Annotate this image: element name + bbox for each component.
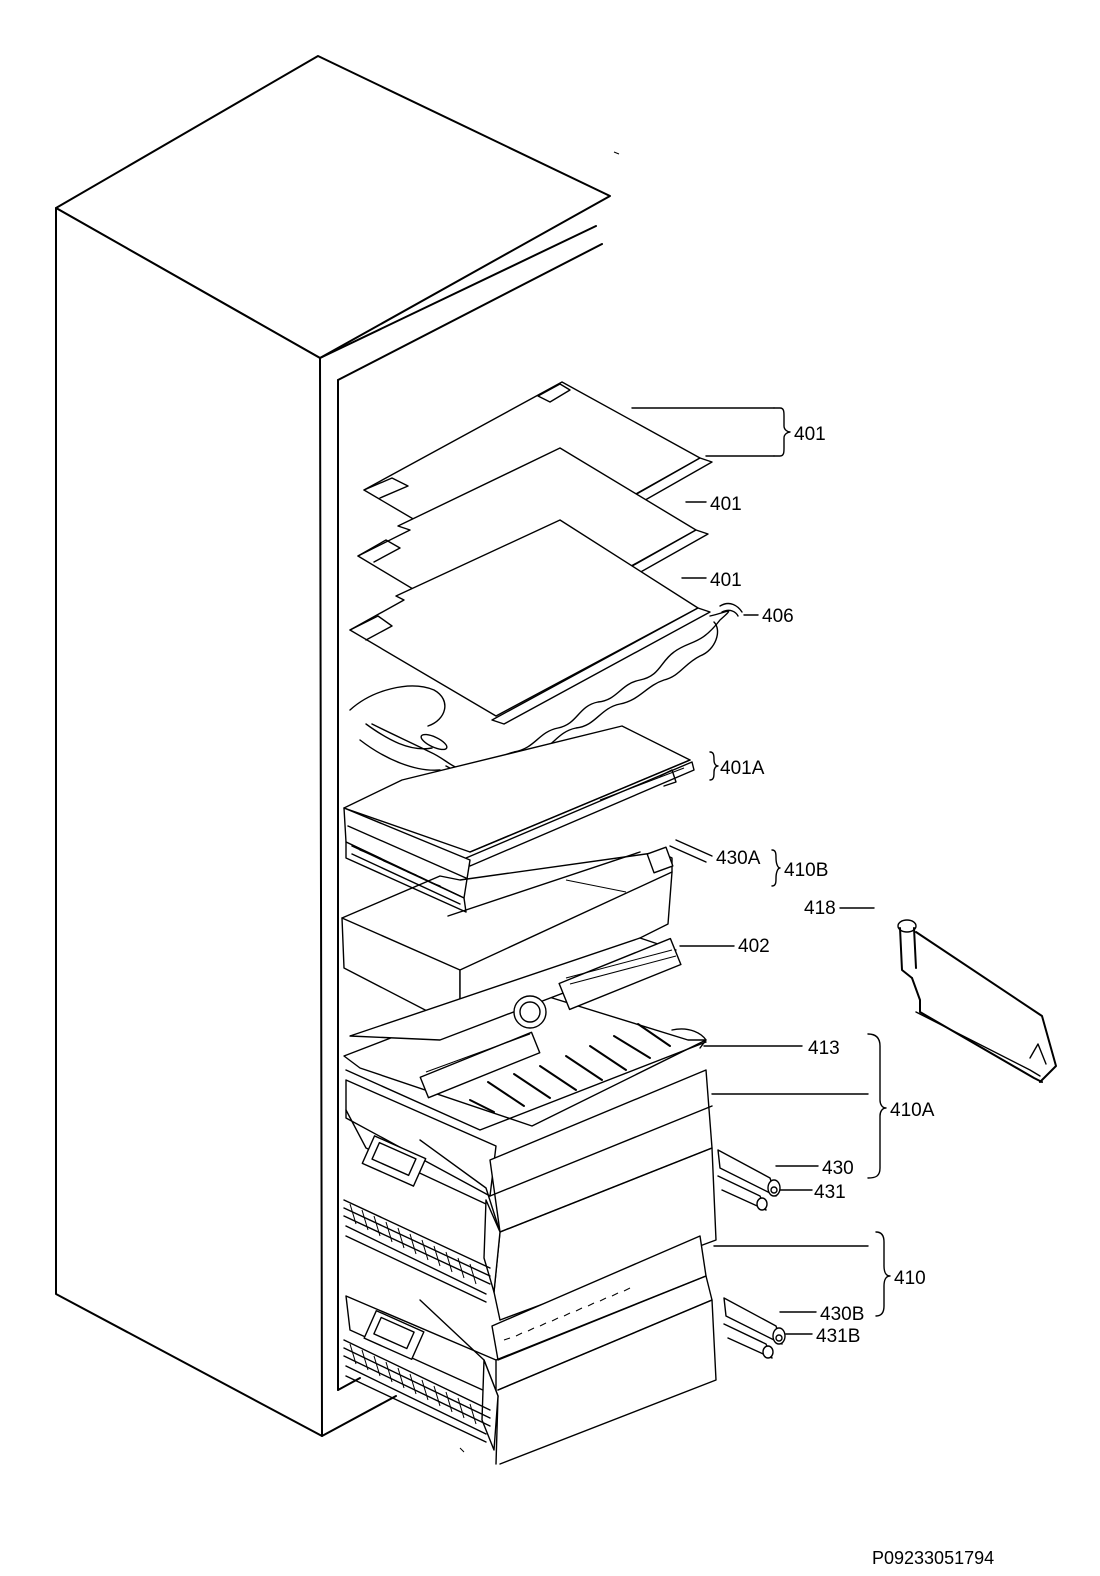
cover-slots (469, 1023, 671, 1113)
door-balcony-418 (897, 919, 1057, 1083)
freezer-drawer-410 (343, 1235, 786, 1465)
drawer-cover-413-402 (343, 937, 707, 1131)
cabinet (55, 55, 620, 1437)
callout-labels: 401 401 401 406 401A 430A 410B 418 402 4… (710, 424, 935, 1347)
label-413: 413 (808, 1038, 840, 1059)
wine-rack-406 (349, 602, 743, 778)
drawer-slides-430-431 (717, 1149, 781, 1211)
drawer-slides-430B-431B (723, 1297, 786, 1359)
label-401-lower: 401 (710, 570, 742, 591)
freezer-drawer-410A (343, 1069, 781, 1321)
label-430: 430 (822, 1158, 854, 1179)
drawer-side-grille (343, 1199, 491, 1303)
leader-lines (631, 407, 875, 1335)
drawer-side-grille-lower (343, 1339, 491, 1443)
glass-shelf-401-lower (349, 519, 711, 725)
label-410: 410 (894, 1268, 926, 1289)
label-401A: 401A (720, 758, 765, 779)
label-431B: 431B (816, 1326, 860, 1347)
brackets (709, 407, 891, 1317)
label-401-top: 401 (794, 424, 826, 445)
label-406: 406 (762, 606, 794, 627)
label-430B: 430B (820, 1304, 864, 1325)
label-401-middle: 401 (710, 494, 742, 515)
document-code: P09233051794 (872, 1548, 994, 1568)
label-410B: 410B (784, 860, 828, 881)
label-430A: 430A (716, 848, 761, 869)
label-431: 431 (814, 1182, 846, 1203)
label-418: 418 (804, 898, 836, 919)
vent-grille (351, 845, 461, 905)
label-410A: 410A (890, 1100, 935, 1121)
label-402: 402 (738, 936, 770, 957)
